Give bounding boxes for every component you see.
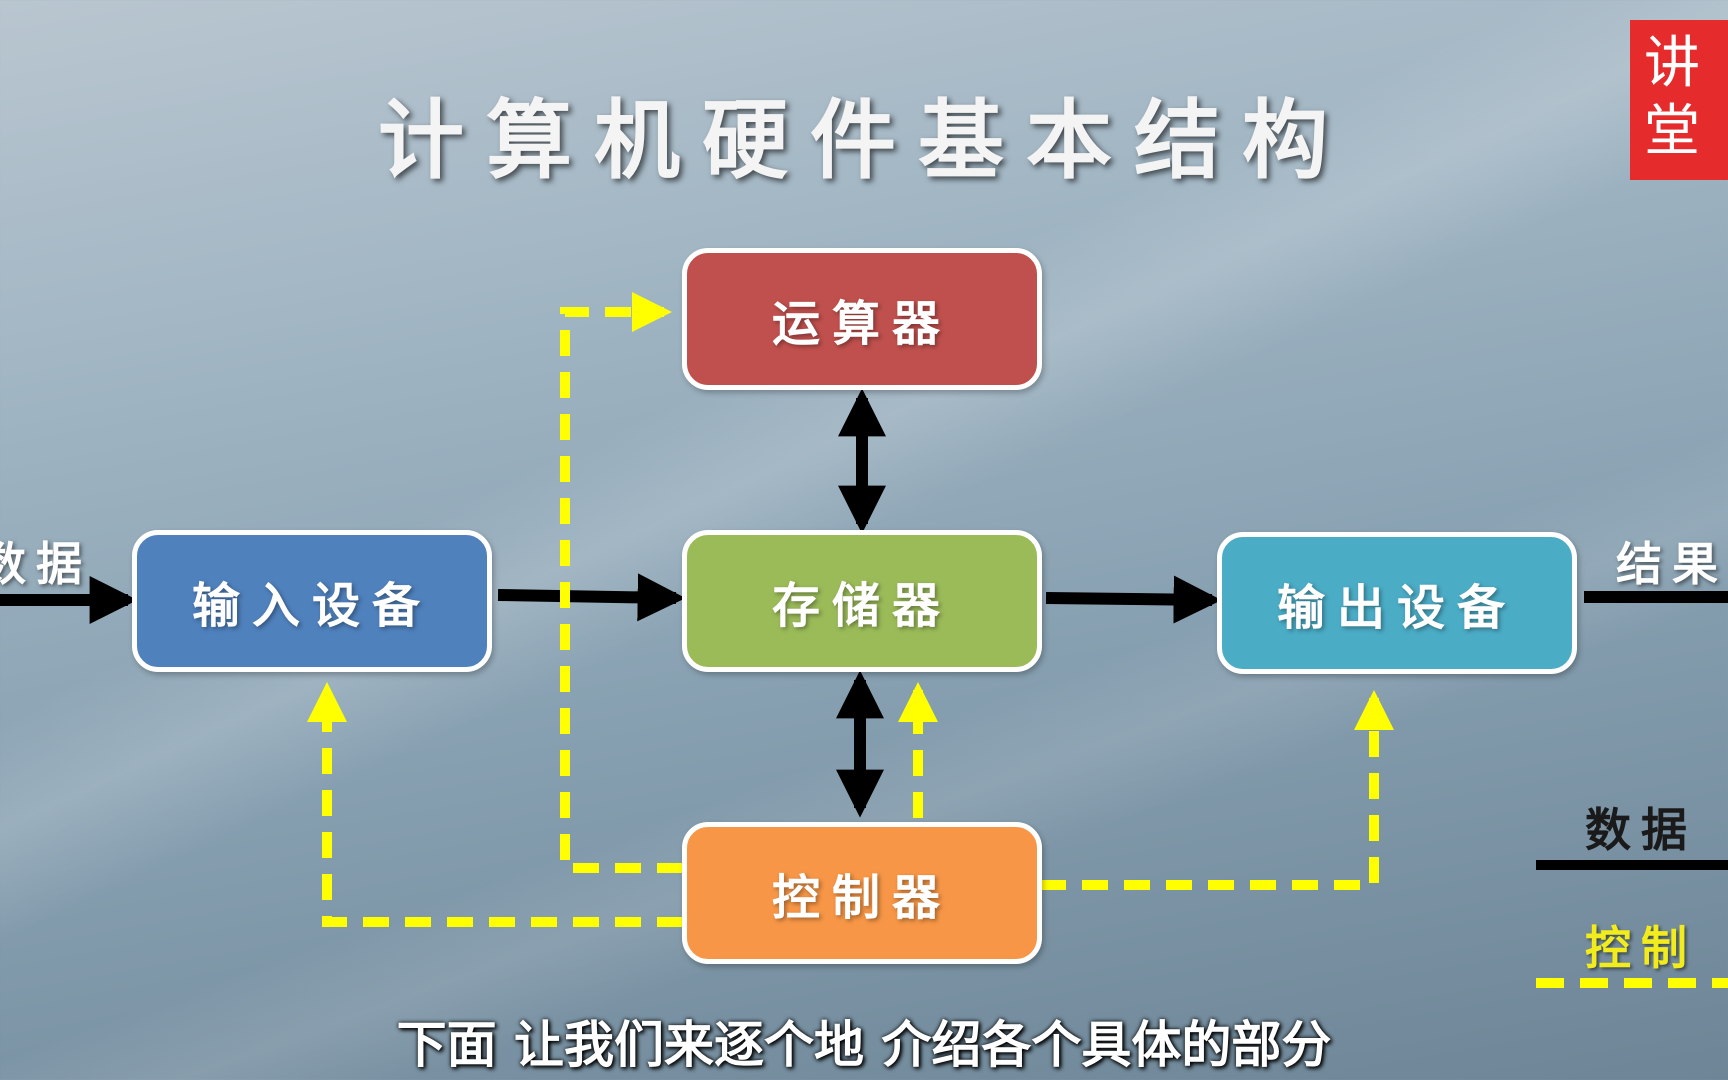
- input-device-label: 输入设备: [191, 578, 432, 634]
- input-device-box: 输入设备: [132, 530, 492, 672]
- page-title: 计算机硬件基本结构: [378, 91, 1350, 191]
- control-arrow-to-input: [307, 682, 683, 927]
- data-in-label: 数据: [0, 537, 92, 591]
- output-device-label: 输出设备: [1276, 580, 1517, 636]
- control-arrow-to-output: [1040, 690, 1394, 890]
- control-box: 控制器: [682, 822, 1042, 964]
- memory-box: 存储器: [682, 530, 1042, 672]
- alu-box: 运算器: [682, 248, 1042, 390]
- control-arrow-to-alu: [560, 292, 683, 873]
- stamp-char-2: 堂: [1644, 99, 1700, 164]
- alu-label: 运算器: [771, 296, 952, 352]
- output-device-box: 输出设备: [1217, 532, 1577, 674]
- result-out-label: 结果: [1616, 537, 1728, 591]
- control-label: 控制器: [771, 870, 952, 926]
- caption-subtitle: 下面 让我们来逐个地 介绍各个具体的部分: [396, 1016, 1332, 1074]
- stamp-char-1: 讲: [1644, 31, 1700, 96]
- legend-control-label: 控制: [1585, 921, 1697, 975]
- legend-data-label: 数据: [1585, 803, 1697, 857]
- data-arrow-memory-to-output: [1045, 575, 1222, 624]
- memory-label: 存储器: [771, 578, 952, 634]
- data-arrow-input-to-memory: [497, 573, 686, 622]
- logo-stamp: 讲 堂: [1630, 20, 1728, 180]
